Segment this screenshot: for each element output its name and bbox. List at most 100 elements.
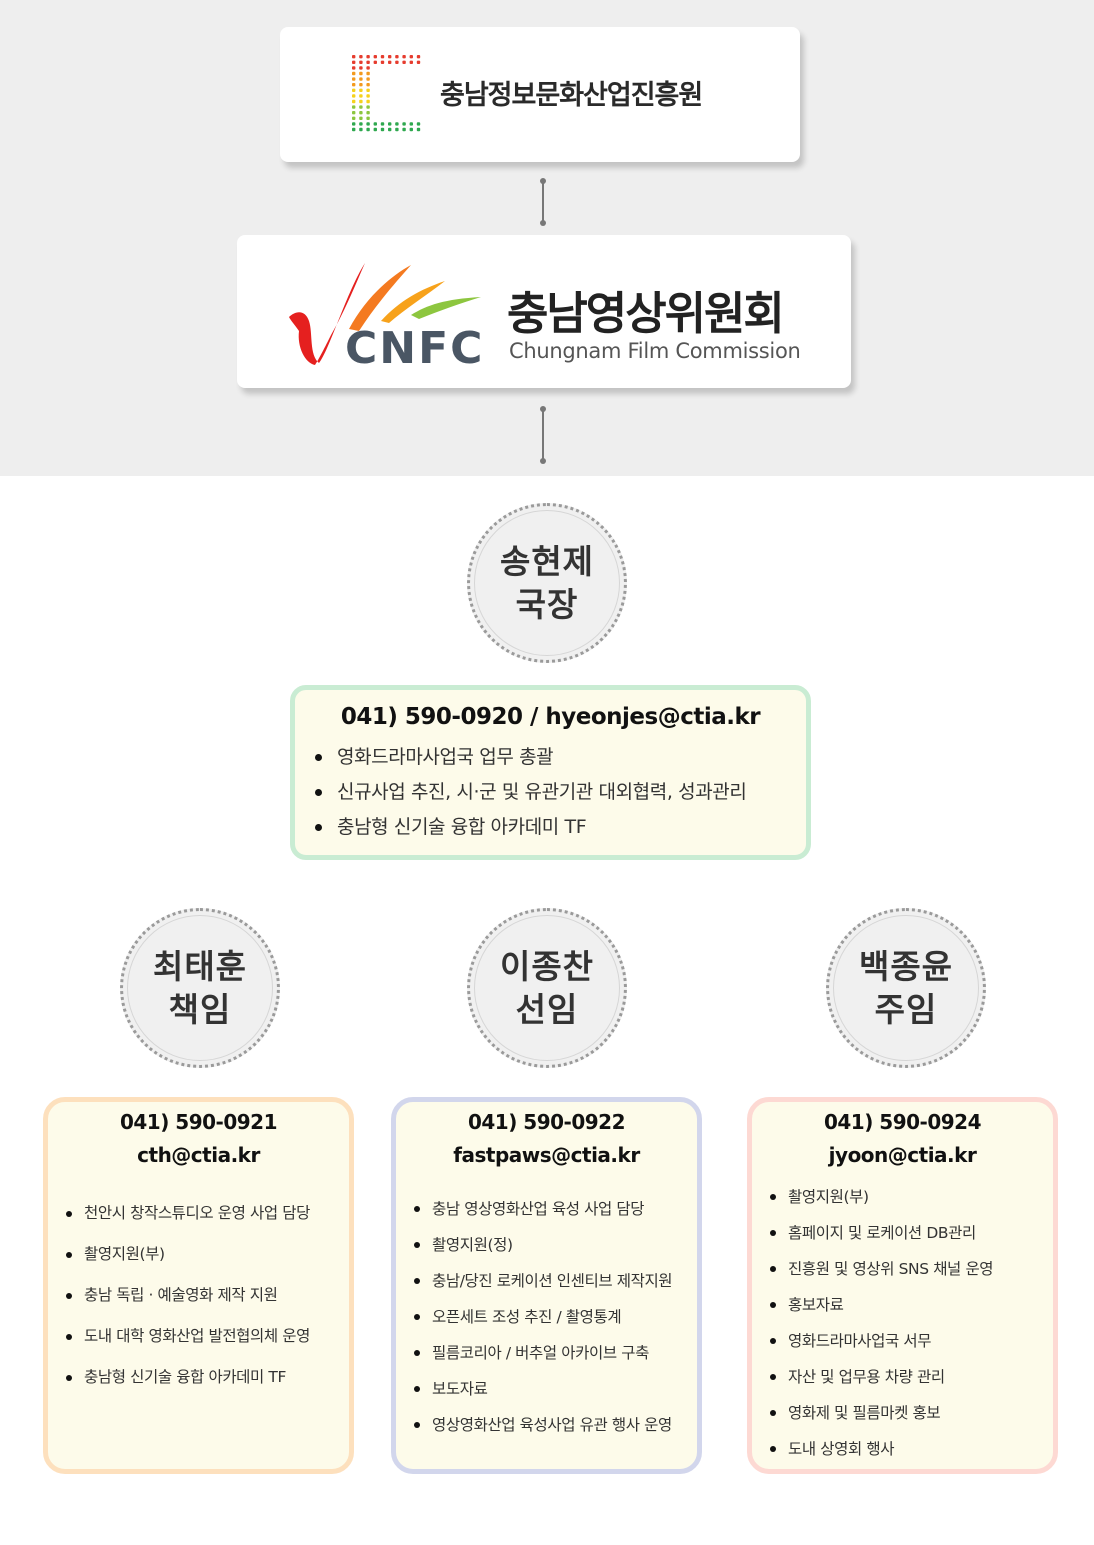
staff-phone: 041) 590-0924 [823, 1110, 982, 1134]
duty-item: 영화드라마사업국 서무 [768, 1323, 1053, 1359]
director-duty-list: 영화드라마사업국 업무 총괄 신규사업 추진, 시·군 및 유관기관 대외협력,… [313, 740, 806, 845]
duty-item: 보도자료 [412, 1371, 697, 1407]
staff-info-box-baek: 041) 590-0924 jyoon@ctia.kr 촬영지원(부) 홈페이지… [747, 1097, 1058, 1474]
logo-dot [373, 60, 377, 64]
logo-dot [373, 122, 377, 126]
logo-dot [352, 116, 356, 120]
logo-dot [359, 111, 363, 115]
logo-dot [352, 127, 356, 132]
logo-dot [366, 77, 370, 81]
duty-item: 충남형 신기술 융합 아카데미 TF [313, 810, 806, 845]
duty-item: 충남 독립 · 예술영화 제작 지원 [64, 1275, 349, 1316]
duty-item: 오픈세트 조성 추진 / 촬영통계 [412, 1299, 697, 1335]
logo-dot [395, 60, 399, 64]
duty-item: 영화드라마사업국 업무 총괄 [313, 740, 806, 775]
logo-dot [402, 60, 406, 64]
logo-dot [359, 88, 363, 92]
logo-dot [366, 94, 370, 98]
logo-dot [359, 105, 363, 109]
logo-dot [366, 122, 370, 126]
director-contact: 041) 590-0920 / hyeonjes@ctia.kr [340, 704, 761, 730]
logo-dot [409, 60, 413, 64]
director-info-box: 041) 590-0920 / hyeonjes@ctia.kr 영화드라마사업… [290, 685, 811, 860]
duty-item: 신규사업 추진, 시·군 및 유관기관 대외협력, 성과관리 [313, 775, 806, 810]
staff-duty-list: 천안시 창작스튜디오 운영 사업 담당 촬영지원(부) 충남 독립 · 예술영화… [64, 1193, 349, 1398]
staff-name: 최태훈 [152, 947, 248, 986]
duty-item: 촬영지원(부) [64, 1234, 349, 1275]
logo-dot [359, 122, 363, 126]
logo-dot [359, 127, 363, 132]
director-circle: 송현제 국장 [467, 503, 627, 663]
logo-dot [366, 99, 370, 104]
ctia-dot-grid-icon [352, 55, 421, 132]
staff-phone: 041) 590-0921 [119, 1110, 278, 1134]
logo-dot [373, 55, 377, 59]
duty-item: 진흥원 및 영상위 SNS 채널 운영 [768, 1251, 1053, 1287]
logo-dot [409, 55, 413, 59]
duty-item: 천안시 창작스튜디오 운영 사업 담당 [64, 1193, 349, 1234]
duty-item: 도내 상영회 행사 [768, 1431, 1053, 1467]
logo-dot [366, 66, 370, 70]
duty-item: 영상영화산업 육성사업 유관 행사 운영 [412, 1407, 697, 1443]
logo-dot [416, 55, 421, 59]
duty-item: 영화제 및 필름마켓 홍보 [768, 1395, 1053, 1431]
duty-item: 도내 대학 영화산업 발전협의체 운영 [64, 1316, 349, 1357]
staff-circle-choi: 최태훈 책임 [120, 908, 280, 1068]
staff-info-box-lee: 041) 590-0922 fastpaws@ctia.kr 충남 영상영화산업… [391, 1097, 702, 1474]
staff-name: 백종윤 [858, 947, 954, 986]
commission-name-kor: 충남영상위원회 [507, 287, 785, 340]
staff-name: 이종찬 [499, 947, 595, 986]
logo-dot [359, 60, 363, 64]
logo-dot [395, 127, 399, 132]
logo-dot [402, 55, 406, 59]
logo-dot [388, 55, 392, 59]
parent-org-name: 충남정보문화산업진흥원 [440, 80, 703, 111]
staff-info-box-choi: 041) 590-0921 cth@ctia.kr 천안시 창작스튜디오 운영 … [43, 1097, 354, 1474]
logo-dot [352, 60, 356, 64]
staff-duty-list: 촬영지원(부) 홈페이지 및 로케이션 DB관리 진흥원 및 영상위 SNS 채… [768, 1179, 1053, 1467]
logo-dot [366, 60, 370, 64]
director-name: 송현제 [499, 542, 595, 581]
duty-item: 홈페이지 및 로케이션 DB관리 [768, 1215, 1053, 1251]
staff-circle-lee: 이종찬 선임 [467, 908, 627, 1068]
logo-dot [395, 55, 399, 59]
logo-dot [409, 127, 413, 132]
logo-dot [366, 105, 370, 109]
staff-title: 선임 [515, 990, 579, 1029]
logo-dot [395, 122, 399, 126]
logo-dot [366, 83, 370, 87]
duty-item: 충남 영상영화산업 육성 사업 담당 [412, 1191, 697, 1227]
logo-dot [416, 127, 421, 132]
logo-dot [416, 60, 421, 64]
duty-item: 충남형 신기술 융합 아카데미 TF [64, 1357, 349, 1398]
logo-dot [359, 116, 363, 120]
connector-dot [540, 458, 546, 464]
logo-dot [366, 71, 370, 76]
logo-dot [366, 116, 370, 120]
logo-dot [352, 105, 356, 109]
duty-item: 필름코리아 / 버추얼 아카이브 구축 [412, 1335, 697, 1371]
staff-title: 책임 [168, 990, 232, 1029]
staff-email: jyoon@ctia.kr [828, 1143, 977, 1167]
logo-dot [380, 127, 385, 132]
logo-dot [402, 122, 406, 126]
logo-dot [366, 55, 370, 59]
logo-dot [352, 111, 356, 115]
cnfc-brush-stroke-icon [289, 263, 481, 365]
logo-dot [388, 60, 392, 64]
logo-dot [352, 77, 356, 81]
connector-dot [540, 220, 546, 226]
commission-card: CNFC 충남영상위원회 Chungnam Film Commission [237, 235, 851, 388]
director-title: 국장 [515, 585, 579, 624]
logo-dot [366, 111, 370, 115]
logo-dot [352, 122, 356, 126]
logo-dot [352, 66, 356, 70]
staff-circle-baek: 백종윤 주임 [826, 908, 986, 1068]
logo-dot [366, 127, 370, 132]
logo-dot [359, 99, 363, 104]
logo-dot [373, 127, 377, 132]
duty-item: 촬영지원(부) [768, 1179, 1053, 1215]
logo-dot [380, 122, 385, 126]
commission-name-eng: Chungnam Film Commission [509, 339, 801, 363]
logo-dot [352, 83, 356, 87]
